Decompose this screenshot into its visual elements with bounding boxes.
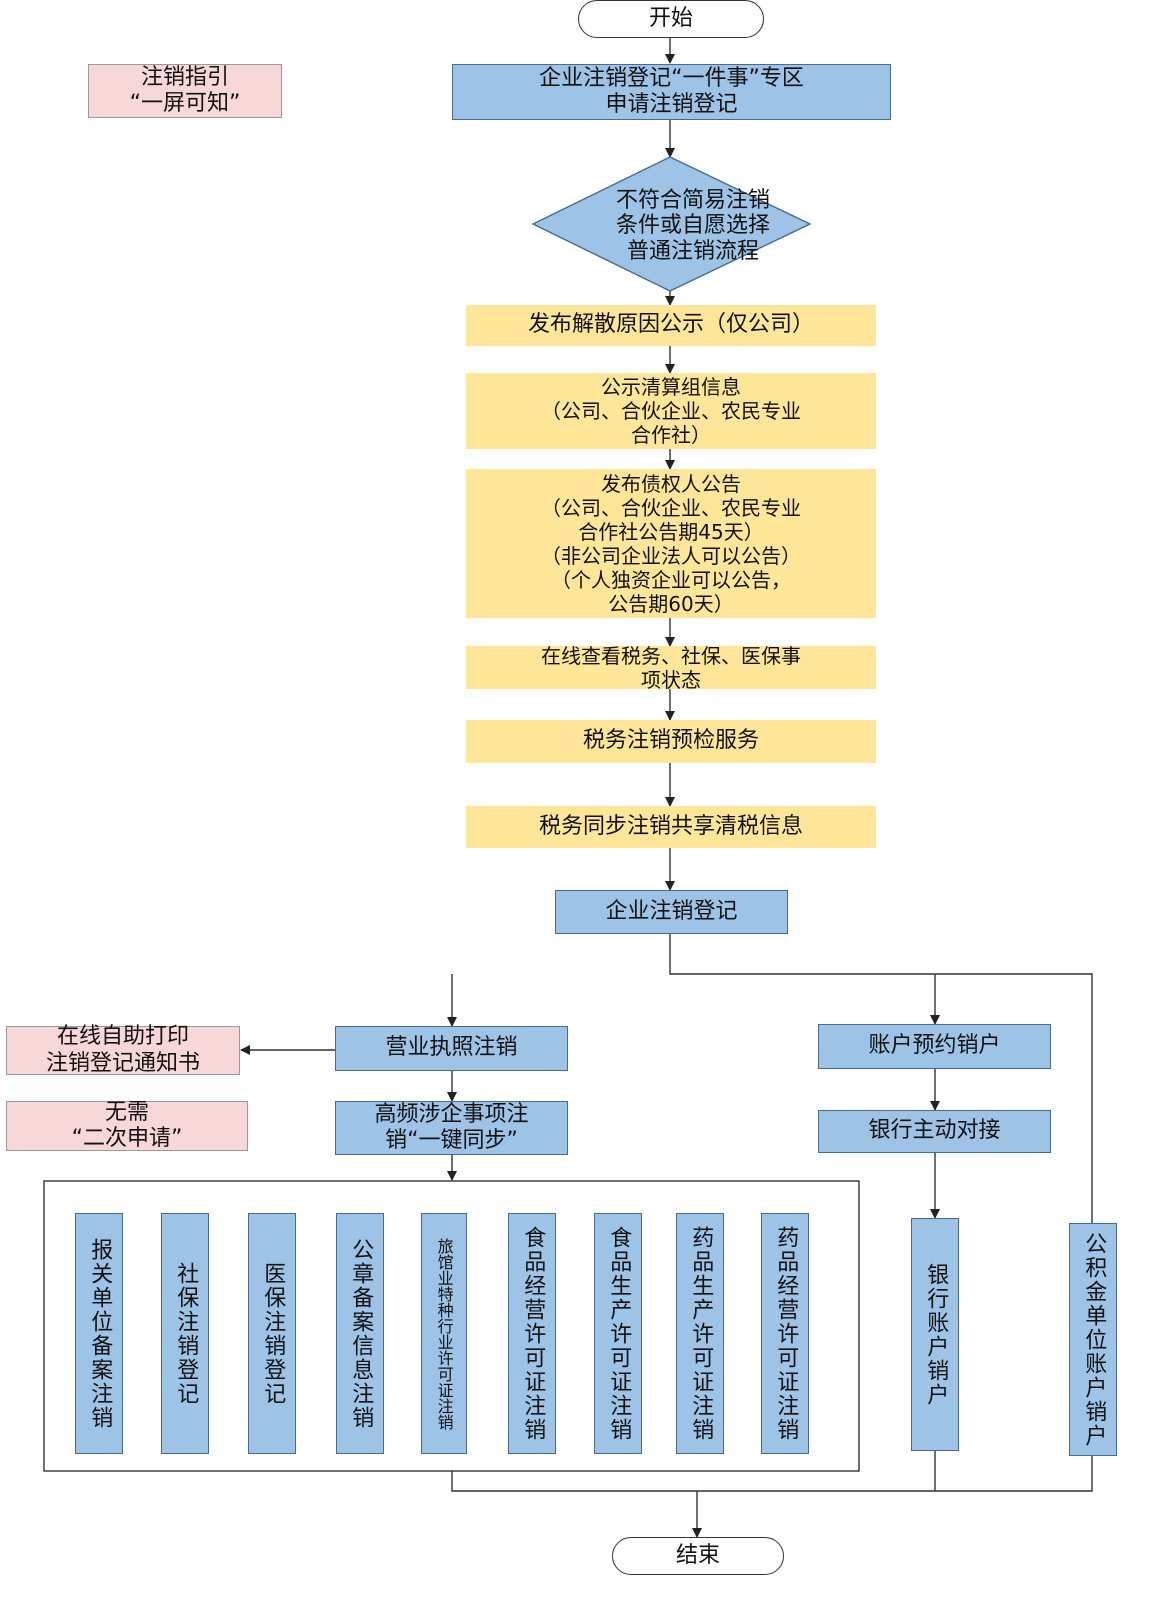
merge-line <box>451 1456 1093 1492</box>
one-key-sync-box: 高频涉企事项注 销“一键同步” <box>335 1101 568 1155</box>
branch-line <box>669 934 1093 1223</box>
guide-note: 注销指引 “一屏可知” <box>88 64 282 118</box>
account-booking-box: 账户预约销户 <box>818 1024 1051 1069</box>
no-second-apply-box: 无需 “二次申请” <box>6 1100 248 1151</box>
decision-label: 不符合简易注销 条件或自愿选择 普通注销流程 <box>615 188 770 264</box>
online-status-box: 在线查看税务、社保、医保事 项状态 <box>466 644 876 692</box>
bank-contact-box: 银行主动对接 <box>818 1110 1051 1153</box>
tax-precheck-box: 税务注销预检服务 <box>466 720 876 763</box>
dissolution-notice-box: 发布解散原因公示（仅公司） <box>466 305 876 346</box>
license-cancel-box: 营业执照注销 <box>335 1026 568 1071</box>
sync-item-medical-insurance: 医保注销登记 <box>248 1213 296 1454</box>
tax-sync-box: 税务同步注销共享清税信息 <box>466 806 876 848</box>
sync-item-food-operation: 食品经营许可证注销 <box>508 1213 556 1454</box>
enterprise-dereg-box: 企业注销登记 <box>555 890 788 934</box>
apply-zone-box: 企业注销登记“一件事”专区 申请注销登记 <box>452 64 891 120</box>
start-label: 开始 <box>648 5 693 31</box>
sync-item-seal-record: 公章备案信息注销 <box>336 1213 384 1454</box>
start-terminal: 开始 <box>578 0 764 38</box>
decision-diamond <box>531 156 812 292</box>
sync-item-hotel-permit: 旅馆业特种行业许可证注销 <box>421 1213 467 1454</box>
sync-item-social-security: 社保注销登记 <box>161 1213 209 1454</box>
sync-item-customs: 报关单位备案注销 <box>75 1213 123 1454</box>
sync-item-drug-operation: 药品经营许可证注销 <box>761 1213 809 1454</box>
end-terminal: 结束 <box>612 1537 784 1575</box>
print-notice-box: 在线自助打印 注销登记通知书 <box>6 1024 240 1076</box>
end-label: 结束 <box>675 1542 720 1568</box>
sync-item-food-production: 食品生产许可证注销 <box>594 1213 642 1454</box>
liquidation-group-box: 公示清算组信息 （公司、合伙企业、农民专业 合作社） <box>466 373 876 449</box>
creditor-notice-box: 发布债权人公告 （公司、合伙企业、农民专业 合作社公告期45天） （非公司企业法… <box>466 469 876 618</box>
sync-item-drug-production: 药品生产许可证注销 <box>676 1213 724 1454</box>
fund-close-box: 公积金单位账户销户 <box>1069 1223 1117 1456</box>
bank-close-box: 银行账户销户 <box>911 1218 959 1451</box>
